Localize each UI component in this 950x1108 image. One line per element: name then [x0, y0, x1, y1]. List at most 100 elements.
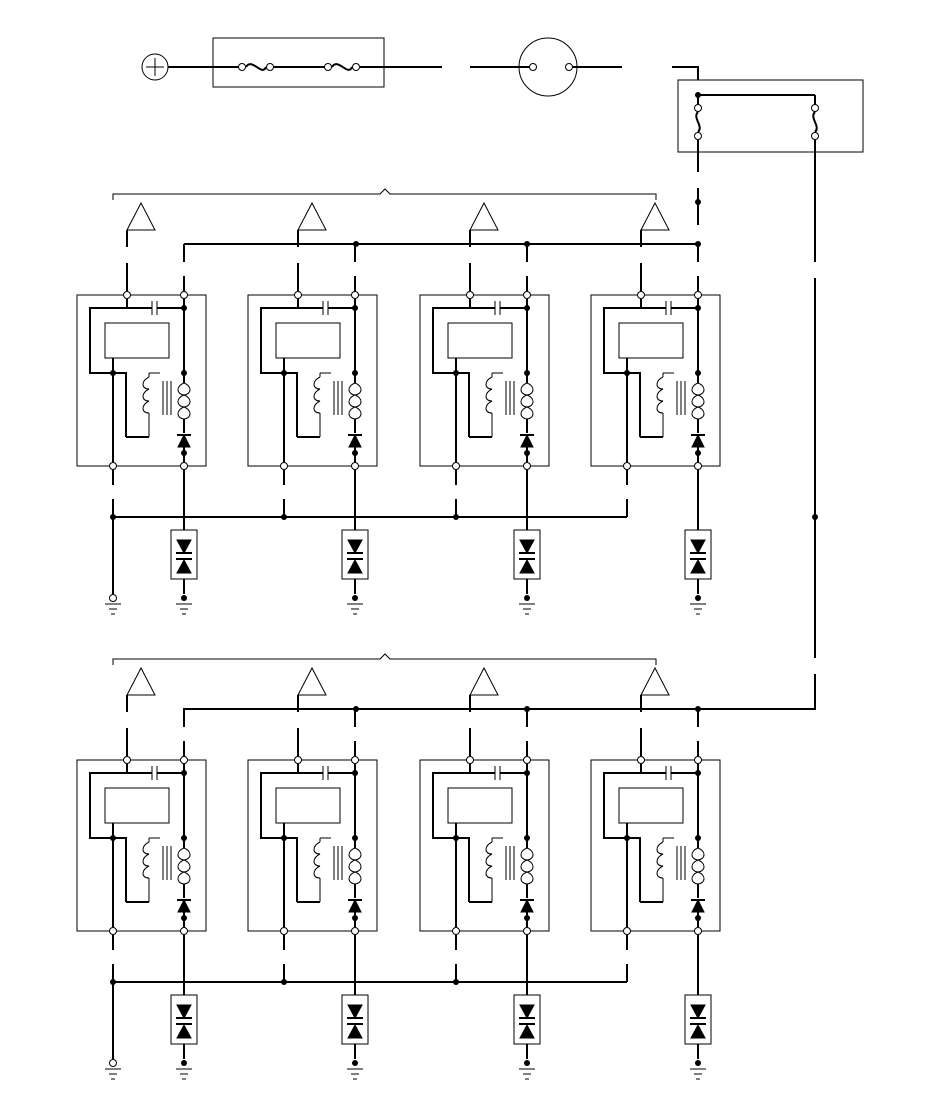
ground-icon — [347, 603, 363, 615]
spark-plug-icon — [640, 201, 670, 231]
spark-plug-icon — [640, 666, 670, 696]
connector-pin — [694, 927, 702, 935]
ground-icon — [176, 603, 192, 615]
connector-pin — [280, 462, 288, 470]
diode-icon — [690, 1004, 706, 1020]
coil-driver-module — [247, 666, 378, 1080]
secondary-coil-icon — [177, 382, 185, 420]
coil-driver-module — [419, 201, 550, 615]
spark-plug-icon — [297, 666, 327, 696]
connector-pin — [452, 462, 460, 470]
round-connector-icon — [470, 37, 622, 97]
spark-plug-icon — [297, 201, 327, 231]
connector-pin — [452, 927, 460, 935]
connector-pin — [294, 291, 302, 299]
ground-icon — [690, 1068, 706, 1080]
primary-coil-icon — [656, 376, 664, 414]
diode-icon — [347, 558, 363, 574]
junction-dot — [695, 595, 701, 601]
primary-coil-icon — [313, 376, 321, 414]
secondary-coil-icon — [691, 847, 699, 885]
power-feed — [141, 37, 864, 724]
diode-icon — [347, 539, 363, 555]
connector-pin — [180, 462, 188, 470]
coil-driver-module — [590, 201, 721, 615]
ground-icon — [690, 603, 706, 615]
coil-driver-module — [247, 201, 378, 615]
connector-pin — [623, 927, 631, 935]
connector-pin — [180, 927, 188, 935]
battery-plus-icon — [141, 53, 169, 81]
connector-pin — [109, 1059, 117, 1067]
ic-block — [447, 322, 513, 359]
spark-plug-icon — [126, 201, 156, 231]
connector-pin — [351, 291, 359, 299]
connector-pin — [637, 756, 645, 764]
bank-brace — [112, 653, 657, 665]
diode-icon — [519, 558, 535, 574]
primary-coil-icon — [656, 841, 664, 879]
connector-pin — [466, 291, 474, 299]
ic-block — [104, 322, 170, 359]
ic-block — [618, 322, 684, 359]
fuse-icon — [213, 63, 442, 71]
primary-coil-icon — [142, 841, 150, 879]
diode-icon — [690, 1023, 706, 1039]
diode-icon — [176, 1004, 192, 1020]
coil-bank — [76, 188, 721, 615]
connector-pin — [180, 291, 188, 299]
junction-dot — [181, 1060, 187, 1066]
diode-icon — [347, 1004, 363, 1020]
relay-box — [183, 66, 864, 724]
bank-brace — [112, 188, 657, 200]
connector-pin — [523, 756, 531, 764]
secondary-coil-icon — [177, 847, 185, 885]
ic-block — [447, 787, 513, 824]
connector-pin — [694, 291, 702, 299]
connector-pin — [109, 462, 117, 470]
connector-pin — [623, 462, 631, 470]
ground-icon — [347, 1068, 363, 1080]
ic-block — [275, 787, 341, 824]
ic-block — [618, 787, 684, 824]
ground-icon — [105, 1068, 121, 1080]
connector-pin — [351, 927, 359, 935]
secondary-coil-icon — [348, 382, 356, 420]
coil-driver-module — [590, 666, 721, 1080]
connector-pin — [694, 756, 702, 764]
coil-driver-module — [419, 666, 550, 1080]
coil-driver-module — [76, 666, 207, 1080]
coil-driver-module — [76, 201, 207, 615]
connector-pin — [523, 291, 531, 299]
spark-plug-icon — [126, 666, 156, 696]
junction-dot — [352, 595, 358, 601]
junction-dot — [524, 1060, 530, 1066]
secondary-coil-icon — [691, 382, 699, 420]
primary-coil-icon — [485, 376, 493, 414]
connector-pin — [109, 594, 117, 602]
diode-icon — [690, 558, 706, 574]
connector-pin — [351, 462, 359, 470]
junction-dot — [524, 595, 530, 601]
secondary-coil-icon — [520, 847, 528, 885]
connector-pin — [180, 756, 188, 764]
primary-coil-icon — [313, 841, 321, 879]
spark-plug-icon — [469, 666, 499, 696]
connector-pin — [123, 756, 131, 764]
diode-icon — [519, 539, 535, 555]
diode-icon — [347, 1023, 363, 1039]
connector-pin — [280, 927, 288, 935]
junction-dot — [181, 595, 187, 601]
ic-block — [104, 787, 170, 824]
connector-pin — [466, 756, 474, 764]
diode-icon — [690, 539, 706, 555]
fuse-block — [212, 37, 385, 88]
coil-bank — [76, 653, 721, 1080]
diode-icon — [176, 539, 192, 555]
spark-plug-icon — [469, 201, 499, 231]
connector-pin — [523, 462, 531, 470]
ground-icon — [519, 603, 535, 615]
primary-coil-icon — [142, 376, 150, 414]
connector-pin — [109, 927, 117, 935]
